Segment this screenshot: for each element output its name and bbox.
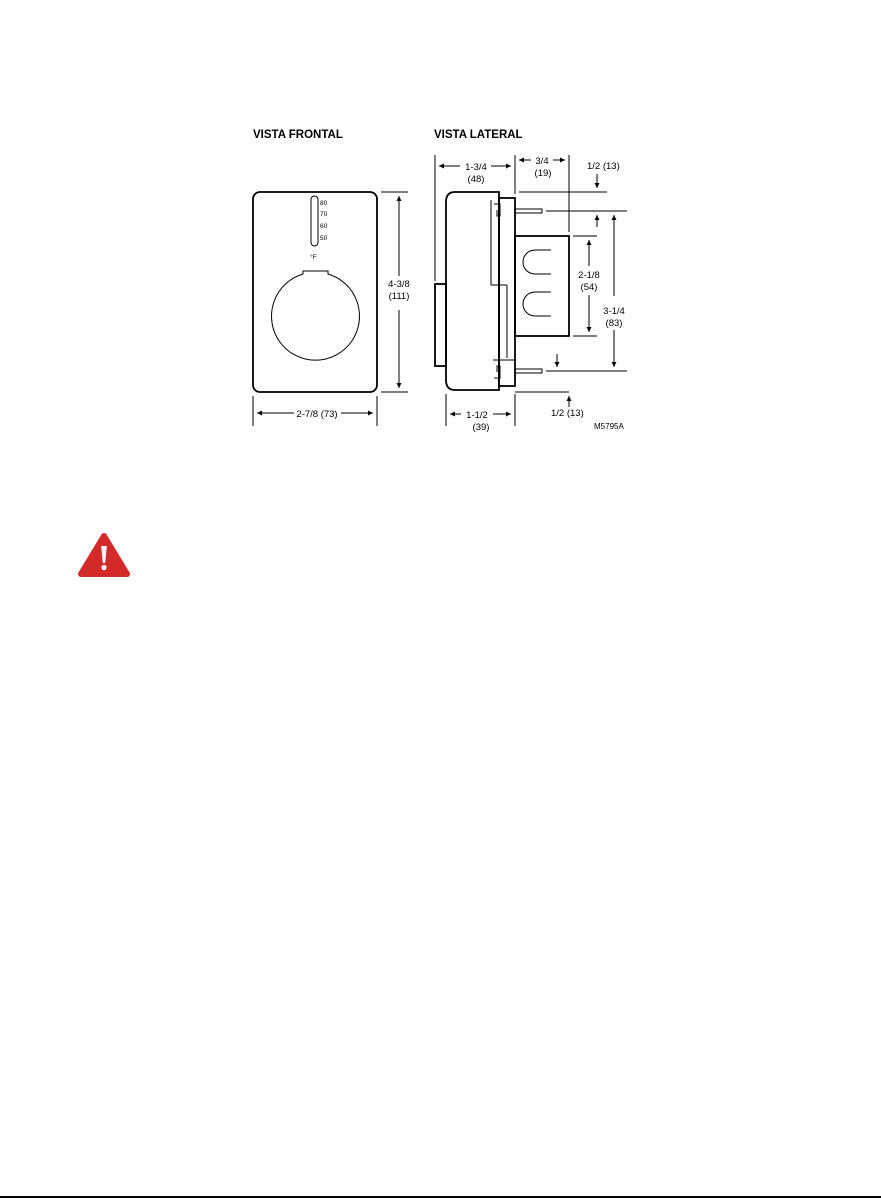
top-pin	[515, 209, 542, 213]
side-inner-fraction: 2-1/8	[578, 270, 600, 281]
front-height-fraction: 4-3/8	[388, 279, 410, 290]
front-view-header: VISTA FRONTAL	[253, 129, 343, 141]
scale-50: 50	[320, 235, 328, 242]
footer-rule	[0, 1196, 881, 1198]
side-depth-fraction: 1-3/4	[465, 162, 487, 173]
dial	[272, 271, 360, 360]
scale-60: 60	[320, 223, 328, 230]
top-offset: 1/2 (13)	[587, 161, 620, 172]
temperature-slot	[311, 196, 318, 246]
bottom-offset: 1/2 (13)	[551, 408, 584, 419]
scale-80: 80	[320, 200, 328, 207]
side-inner-mm: (54)	[581, 282, 598, 293]
unit-label: °F	[310, 253, 317, 261]
front-view: 80 70 60 50 °F 4-3/8 (111) 2-7/8 (73)	[253, 192, 410, 426]
side-base-fraction: 1-1/2	[466, 410, 488, 421]
front-height-mm: (111)	[389, 291, 410, 302]
side-mount-fraction: 3-1/4	[603, 306, 625, 317]
thermostat-body-front	[253, 192, 377, 392]
side-base-mm: (39)	[473, 422, 490, 433]
front-width: 2-7/8 (73)	[296, 409, 337, 420]
dial-bump	[435, 284, 446, 366]
side-sub-fraction: 3/4	[535, 156, 548, 167]
side-depth-mm: (48)	[468, 174, 485, 185]
side-mount-mm: (83)	[606, 318, 623, 329]
side-view-header: VISTA LATERAL	[434, 129, 523, 141]
warning-triangle-icon	[81, 536, 127, 574]
scale-70: 70	[320, 211, 328, 218]
bottom-pin	[515, 369, 542, 373]
wall-housing	[515, 236, 569, 336]
side-view: 1-3/4 (48) 3/4 (19) 1/2 (13) 3-1/4 (83) …	[435, 155, 627, 433]
drawing-code: M5795A	[594, 422, 624, 431]
side-sub-mm: (19)	[535, 168, 552, 179]
